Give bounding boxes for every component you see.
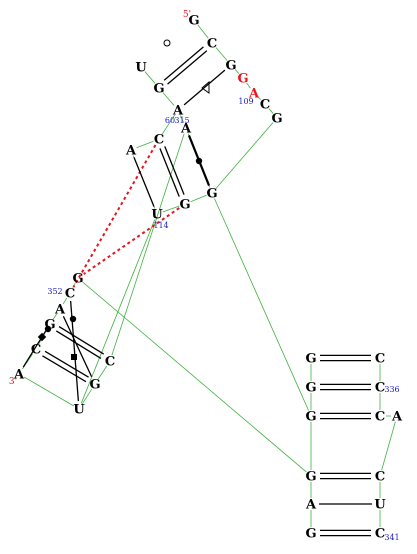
watson-crick-pair-line bbox=[42, 355, 87, 383]
position-number-label: 336 bbox=[384, 385, 399, 394]
watson-crick-pair-line bbox=[164, 146, 185, 195]
watson-crick-pair-line bbox=[163, 46, 204, 81]
sugar-edge-pair-symbol bbox=[201, 80, 210, 94]
nucleotide-c: C bbox=[375, 352, 385, 367]
nucleotide-c: C bbox=[154, 133, 164, 148]
nucleotide-c: C bbox=[65, 287, 75, 302]
nucleotide-u: U bbox=[73, 403, 85, 418]
backbone-link bbox=[190, 194, 207, 203]
nucleotide-a: A bbox=[180, 122, 192, 137]
nucleotide-c: C bbox=[31, 343, 41, 358]
backbone-link bbox=[246, 82, 251, 89]
hoogsteen-pair-symbol bbox=[37, 332, 47, 342]
backbone-link bbox=[52, 313, 58, 320]
watson-crick-pair-line bbox=[55, 330, 102, 360]
nucleotide-g: G bbox=[237, 72, 248, 87]
pair-line bbox=[62, 315, 93, 378]
five-prime-end-label: 5' bbox=[183, 10, 191, 20]
nucleotide-c: C bbox=[375, 410, 385, 425]
backbone-link bbox=[381, 421, 396, 471]
non-canonical-pair-symbol bbox=[195, 157, 203, 165]
backbone-link bbox=[162, 205, 180, 213]
nucleotide-g: G bbox=[305, 352, 316, 367]
nucleotide-g: G bbox=[89, 378, 100, 393]
backbone-link bbox=[215, 47, 228, 61]
nucleotide-a: A bbox=[305, 498, 317, 513]
nucleotide-g: G bbox=[206, 187, 217, 202]
nucleotide-c: C bbox=[375, 527, 385, 542]
non-canonical-pair-symbol bbox=[44, 325, 52, 333]
non-canonical-pair-symbol bbox=[69, 315, 77, 323]
position-number-label: 352 bbox=[47, 287, 62, 296]
backbone-link bbox=[62, 297, 68, 305]
backbone-link bbox=[136, 140, 154, 149]
nucleotide-u: U bbox=[151, 208, 163, 223]
nucleotide-g: G bbox=[225, 59, 236, 74]
backbone-link bbox=[215, 122, 274, 189]
tertiary-interaction-link bbox=[72, 144, 157, 288]
backbone-link bbox=[144, 71, 156, 84]
nucleotide-g: G bbox=[305, 410, 316, 425]
three-prime-end-label: 3' bbox=[9, 377, 17, 387]
nucleotide-c: C bbox=[105, 355, 115, 370]
backbone-link bbox=[23, 376, 75, 407]
nucleotide-g: G bbox=[305, 470, 316, 485]
non-canonical-pair-symbol bbox=[163, 39, 171, 47]
backbone-link bbox=[161, 114, 176, 135]
backbone-link bbox=[162, 92, 175, 106]
backbone-link bbox=[180, 115, 184, 123]
backbone-link bbox=[97, 365, 108, 380]
nucleotide-g: G bbox=[179, 198, 190, 213]
position-number-label: 60 bbox=[165, 116, 175, 125]
nucleotide-c: C bbox=[375, 381, 385, 396]
backbone-link bbox=[81, 388, 93, 405]
nucleotide-a: A bbox=[125, 144, 137, 159]
nucleotide-u: U bbox=[135, 61, 147, 76]
tertiary-interaction-layer bbox=[72, 144, 180, 288]
hoogsteen-pair-symbol bbox=[71, 354, 77, 360]
nucleotide-a: A bbox=[172, 104, 184, 119]
pair-line bbox=[183, 69, 226, 106]
nucleotide-c: C bbox=[207, 37, 217, 52]
position-number-label: 114 bbox=[153, 221, 168, 230]
nucleotide-g: G bbox=[188, 14, 199, 29]
nucleotide-g: G bbox=[305, 527, 316, 542]
base-pair-layer bbox=[22, 46, 372, 537]
backbone-link bbox=[214, 198, 309, 411]
backbone-link bbox=[234, 69, 240, 74]
backbone-link bbox=[82, 281, 307, 473]
nucleotide-c: C bbox=[375, 470, 385, 485]
watson-crick-pair-line bbox=[44, 350, 89, 378]
backbone-link bbox=[111, 133, 185, 356]
watson-crick-pair-line bbox=[58, 325, 105, 355]
tertiary-interaction-link bbox=[83, 207, 180, 275]
pair-symbol-layer bbox=[37, 39, 210, 360]
backbone-link bbox=[257, 96, 262, 101]
backbone-link bbox=[268, 108, 274, 114]
nucleotide-g: G bbox=[72, 272, 83, 287]
nucleotide-u: U bbox=[374, 498, 386, 513]
backbone-link bbox=[197, 24, 209, 39]
nucleotide-a: A bbox=[54, 303, 66, 318]
watson-crick-pair-line bbox=[159, 148, 180, 197]
pair-line bbox=[133, 157, 155, 207]
position-number-label: 109 bbox=[238, 97, 253, 106]
nucleotide-g: G bbox=[44, 318, 55, 333]
pair-line bbox=[69, 300, 80, 402]
nucleotide-g: G bbox=[271, 112, 282, 127]
nucleotide-a: A bbox=[391, 410, 403, 425]
nucleotide-a: A bbox=[13, 368, 25, 383]
nucleotide-g: G bbox=[305, 381, 316, 396]
nucleotide-c: C bbox=[260, 98, 270, 113]
position-number-label: 341 bbox=[384, 533, 399, 542]
watson-crick-pair-line bbox=[167, 50, 208, 85]
position-number-label: 315 bbox=[174, 116, 189, 125]
nucleotide-g: G bbox=[153, 82, 164, 97]
nucleotide-a: A bbox=[248, 87, 260, 102]
